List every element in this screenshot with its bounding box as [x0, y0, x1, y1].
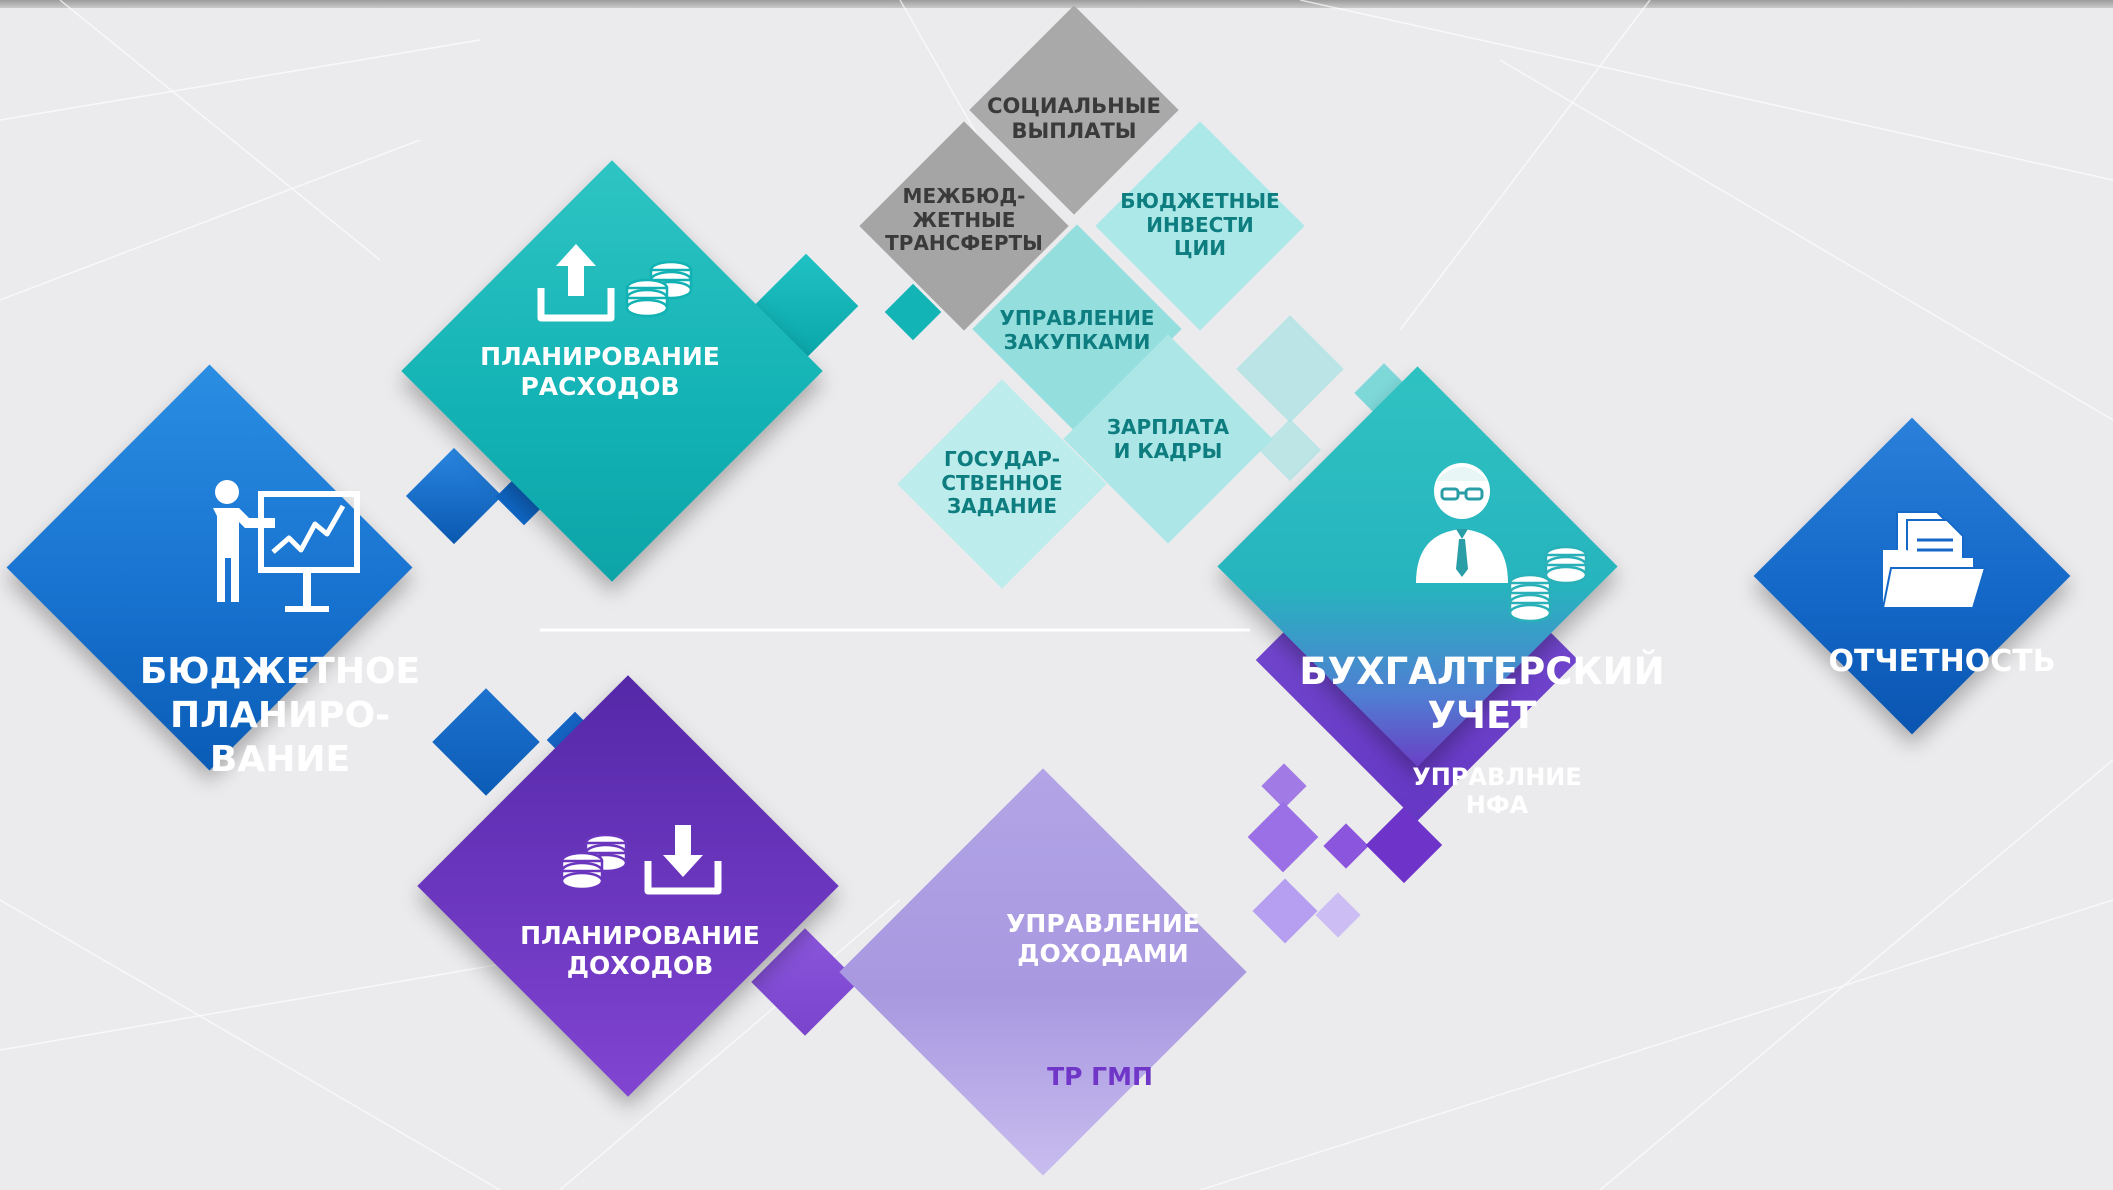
- presenter-chart-icon: [205, 478, 365, 623]
- coins-download-icon: [552, 815, 727, 905]
- upload-coins-icon: [535, 240, 705, 330]
- top-bar: [0, 0, 2113, 8]
- folder-documents-icon: [1877, 506, 1987, 616]
- accountant-coins-icon: [1412, 455, 1592, 635]
